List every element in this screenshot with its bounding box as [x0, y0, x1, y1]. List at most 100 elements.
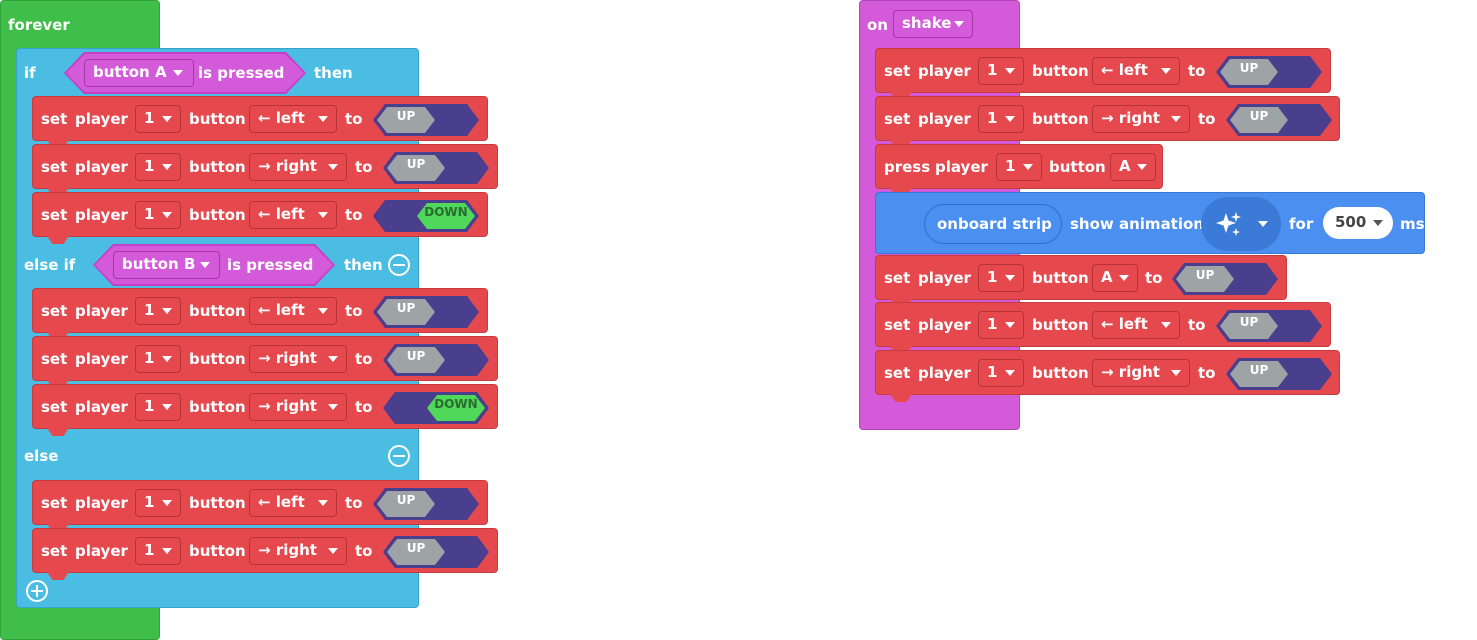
- set-player-button-row[interactable]: set player 1 button ← left to UP: [875, 302, 1331, 354]
- to-label: to: [355, 158, 373, 176]
- chevron-down-icon: [1161, 322, 1171, 328]
- chevron-down-icon: [1171, 116, 1181, 122]
- duration-value: 500: [1335, 213, 1367, 231]
- set-player-button-row[interactable]: set player 1 button → right to UP: [875, 350, 1340, 402]
- button-dropdown[interactable]: → right: [1092, 359, 1190, 387]
- button-dropdown[interactable]: ← left: [1092, 57, 1180, 85]
- state-slot[interactable]: UP: [1226, 358, 1332, 390]
- set-label: set: [41, 350, 68, 368]
- state-slot[interactable]: DOWN: [383, 392, 489, 424]
- player-number: 1: [1005, 157, 1016, 175]
- button-label: button: [1032, 110, 1089, 128]
- button-dropdown[interactable]: A: [1092, 264, 1138, 292]
- button-dropdown[interactable]: → right: [249, 537, 347, 565]
- player-number-dropdown[interactable]: 1: [135, 201, 181, 229]
- button-b-dropdown[interactable]: button B: [113, 251, 220, 279]
- button-dropdown[interactable]: ← left: [249, 201, 337, 229]
- set-label: set: [884, 364, 911, 382]
- if-label: if: [24, 64, 36, 82]
- press-label: press: [884, 158, 931, 176]
- button-a-dropdown[interactable]: button A: [84, 59, 194, 87]
- player-label: player: [75, 542, 128, 560]
- chevron-down-icon: [318, 500, 328, 506]
- chevron-down-icon: [328, 404, 338, 410]
- player-number-dropdown[interactable]: 1: [135, 105, 181, 133]
- press-player-button-row[interactable]: press player 1 button A: [875, 144, 1163, 196]
- add-branch-icon[interactable]: [26, 580, 48, 602]
- state-slot[interactable]: UP: [373, 104, 479, 136]
- state-value: UP: [1195, 268, 1215, 282]
- remove-else-if-icon[interactable]: [388, 254, 410, 276]
- set-player-button-row[interactable]: set player 1 button A to UP: [875, 255, 1287, 307]
- player-number-dropdown[interactable]: 1: [135, 297, 181, 325]
- chevron-down-icon: [162, 164, 172, 170]
- player-number-dropdown[interactable]: 1: [978, 57, 1024, 85]
- state-slot[interactable]: UP: [383, 152, 489, 184]
- player-number-dropdown[interactable]: 1: [978, 311, 1024, 339]
- player-number: 1: [987, 268, 998, 286]
- button-name: ← left: [258, 205, 305, 223]
- player-label: player: [918, 62, 971, 80]
- player-number-dropdown[interactable]: 1: [978, 359, 1024, 387]
- duration-input[interactable]: 500: [1323, 207, 1393, 239]
- button-dropdown[interactable]: → right: [249, 393, 347, 421]
- animation-picker[interactable]: [1201, 197, 1281, 251]
- state-slot[interactable]: UP: [1216, 310, 1322, 342]
- button-dropdown[interactable]: A: [1110, 153, 1156, 181]
- state-slot[interactable]: DOWN: [373, 200, 479, 232]
- state-slot[interactable]: UP: [1216, 56, 1322, 88]
- set-player-button-row[interactable]: set player 1 button → right to UP: [875, 96, 1340, 148]
- state-slot[interactable]: UP: [383, 536, 489, 568]
- button-name: → right: [1101, 109, 1160, 127]
- state-slot[interactable]: UP: [1172, 263, 1278, 295]
- button-name: ← left: [1101, 61, 1148, 79]
- player-number-dropdown[interactable]: 1: [978, 105, 1024, 133]
- condition-button-a[interactable]: button A is pressed: [64, 52, 306, 94]
- chevron-down-icon: [328, 356, 338, 362]
- button-dropdown[interactable]: → right: [249, 345, 347, 373]
- shake-event-dropdown[interactable]: shake: [893, 10, 973, 38]
- set-player-button-row[interactable]: set player 1 button ← left to UP: [875, 48, 1331, 100]
- state-value: UP: [406, 541, 426, 555]
- player-number: 1: [144, 541, 155, 559]
- player-number-dropdown[interactable]: 1: [996, 153, 1042, 181]
- condition-button-b[interactable]: button B is pressed: [93, 244, 335, 286]
- button-dropdown[interactable]: → right: [1092, 105, 1190, 133]
- button-dropdown[interactable]: ← left: [249, 105, 337, 133]
- onboard-strip-pill[interactable]: onboard strip: [924, 204, 1062, 244]
- button-dropdown[interactable]: ← left: [249, 489, 337, 517]
- show-animation-block[interactable]: onboard strip show animation for 500 ms: [875, 192, 1425, 254]
- button-dropdown[interactable]: ← left: [1092, 311, 1180, 339]
- button-name: A: [1119, 157, 1131, 175]
- to-label: to: [345, 494, 363, 512]
- remove-else-icon[interactable]: [388, 445, 410, 467]
- state-slot[interactable]: UP: [383, 344, 489, 376]
- state-slot[interactable]: UP: [1226, 104, 1332, 136]
- player-number: 1: [144, 157, 155, 175]
- player-number-dropdown[interactable]: 1: [978, 264, 1024, 292]
- button-name: ← left: [258, 301, 305, 319]
- player-number-dropdown[interactable]: 1: [135, 345, 181, 373]
- chevron-down-icon: [318, 116, 328, 122]
- player-number-dropdown[interactable]: 1: [135, 489, 181, 517]
- state-slot[interactable]: UP: [373, 488, 479, 520]
- player-number-dropdown[interactable]: 1: [135, 393, 181, 421]
- chevron-down-icon: [1137, 164, 1147, 170]
- player-number-dropdown[interactable]: 1: [135, 153, 181, 181]
- button-dropdown[interactable]: ← left: [249, 297, 337, 325]
- button-dropdown[interactable]: → right: [249, 153, 347, 181]
- state-value: UP: [396, 109, 416, 123]
- button-label: button: [189, 542, 246, 560]
- button-label: button: [189, 494, 246, 512]
- player-number-dropdown[interactable]: 1: [135, 537, 181, 565]
- button-label: button: [1032, 364, 1089, 382]
- state-slot[interactable]: UP: [373, 296, 479, 328]
